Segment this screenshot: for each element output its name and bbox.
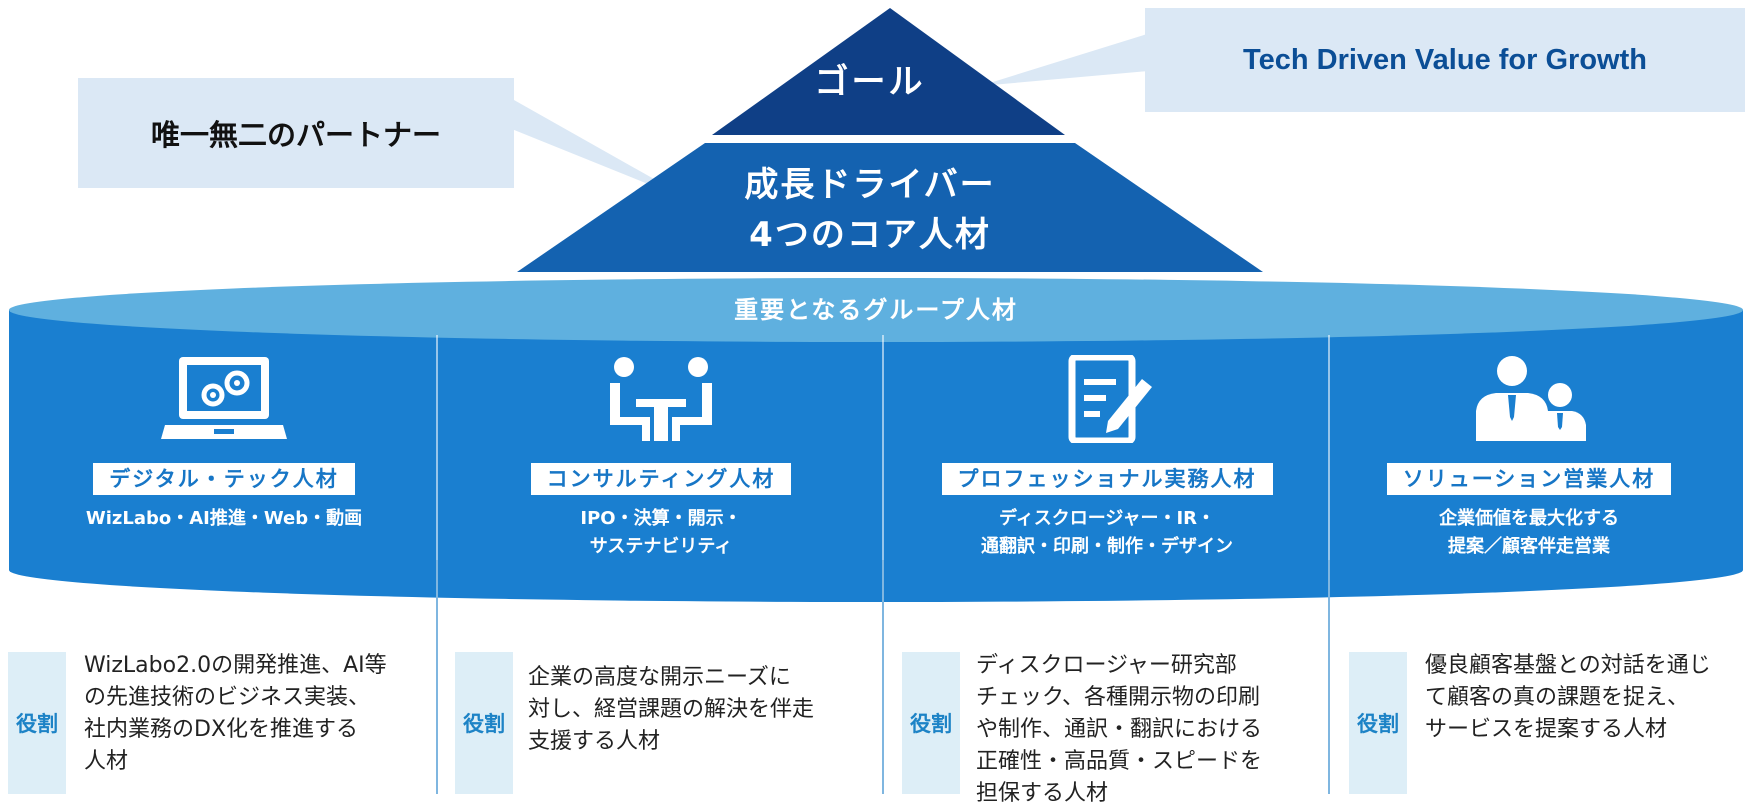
meeting-icon: [610, 357, 712, 441]
role-line: 企業の高度な開示ニーズに: [528, 665, 791, 690]
laptop-gears-icon: [161, 357, 287, 439]
subtitle-line: ディスクロージャー・IR・: [998, 508, 1216, 529]
column-subtitle: WizLabo・AI推進・Web・動画: [9, 505, 439, 533]
subtitle-line: IPO・決算・開示・: [580, 508, 742, 529]
column-divider: [436, 335, 438, 560]
role-line: 支援する人材: [528, 729, 661, 754]
column-divider: [882, 335, 884, 560]
role-description: 企業の高度な開示ニーズに 対し、経営課題の解決を伴走 支援する人材: [528, 662, 858, 758]
section-divider-line: [882, 560, 884, 794]
column-subtitle: 企業価値を最大化する 提案／顧客伴走営業: [1314, 505, 1744, 561]
column-professional: プロフェッショナル実務人材 ディスクロージャー・IR・ 通翻訳・印刷・制作・デザ…: [892, 355, 1322, 561]
role-badge: 役割: [455, 652, 513, 794]
role-line: ディスクロージャー研究部: [976, 653, 1237, 678]
role-line: 対し、経営課題の解決を伴走: [528, 697, 815, 722]
subtitle-line: 企業価値を最大化する: [1439, 508, 1619, 529]
tagline: Tech Driven Value for Growth: [1243, 43, 1647, 76]
subtitle-line: サステナビリティ: [589, 536, 733, 557]
growth-driver-line2: 4つのコア人材: [749, 215, 991, 255]
business-people-icon: [1476, 356, 1586, 441]
subtitle-line: WizLabo・AI推進・Web・動画: [85, 508, 363, 529]
role-line: 担保する人材: [976, 781, 1109, 806]
role-line: サービスを提案する人材: [1425, 717, 1668, 742]
column-solution-sales: ソリューション営業人材 企業価値を最大化する 提案／顧客伴走営業: [1314, 355, 1744, 561]
role-line: チェック、各種開示物の印刷: [976, 685, 1261, 710]
driver-trapezoid: [517, 143, 1263, 272]
subtitle-line: 提案／顧客伴走営業: [1448, 536, 1610, 557]
partner-label: 唯一無二のパートナー: [150, 118, 441, 152]
section-divider-line: [1328, 560, 1330, 794]
column-digital-tech: デジタル・テック人材 WizLabo・AI推進・Web・動画: [9, 355, 439, 533]
column-subtitle: ディスクロージャー・IR・ 通翻訳・印刷・制作・デザイン: [892, 505, 1322, 561]
column-title: デジタル・テック人材: [93, 463, 355, 495]
document-pen-icon: [1068, 355, 1152, 443]
cylinder-top: [9, 278, 1743, 342]
column-title: ソリューション営業人材: [1386, 463, 1672, 495]
group-title: 重要となるグループ人材: [734, 296, 1018, 324]
section-divider-line: [436, 560, 438, 794]
column-consulting: コンサルティング人材 IPO・決算・開示・ サステナビリティ: [446, 355, 876, 561]
role-line: WizLabo2.0の開発推進、AI等: [84, 653, 387, 678]
role-line: の先進技術のビジネス実装、: [84, 685, 371, 710]
role-line: 社内業務のDX化を推進する: [84, 717, 359, 742]
callout-left-box: [78, 78, 514, 188]
column-divider: [1328, 335, 1330, 560]
subtitle-line: 通翻訳・印刷・制作・デザイン: [981, 536, 1233, 557]
callout-right-pointer: [980, 30, 1160, 86]
role-line: や制作、通訳・翻訳における: [976, 717, 1263, 742]
role-badge: 役割: [902, 652, 960, 794]
column-subtitle: IPO・決算・開示・ サステナビリティ: [446, 505, 876, 561]
role-line: 人材: [84, 749, 129, 774]
role-description: ディスクロージャー研究部 チェック、各種開示物の印刷 や制作、通訳・翻訳における…: [976, 650, 1306, 810]
goal-label: ゴール: [814, 62, 926, 102]
role-description: WizLabo2.0の開発推進、AI等 の先進技術のビジネス実装、 社内業務のD…: [84, 650, 414, 778]
growth-driver-line1: 成長ドライバー: [744, 165, 996, 205]
callout-right-box: [1145, 8, 1745, 112]
role-badge: 役割: [1349, 652, 1407, 794]
role-badge: 役割: [8, 652, 66, 794]
growth-driver-label: 成長ドライバー 4つのコア人材: [580, 160, 1160, 260]
cylinder-body: [9, 310, 1743, 602]
role-line: て顧客の真の課題を捉え、: [1425, 685, 1690, 710]
goal-triangle: [712, 8, 1065, 135]
column-title: プロフェッショナル実務人材: [941, 463, 1273, 495]
column-title: コンサルティング人材: [530, 463, 792, 495]
role-description: 優良顧客基盤との対話を通じ て顧客の真の課題を捉え、 サービスを提案する人材: [1425, 650, 1752, 746]
role-line: 正確性・高品質・スピードを: [976, 749, 1263, 774]
role-line: 優良顧客基盤との対話を通じ: [1425, 653, 1711, 678]
